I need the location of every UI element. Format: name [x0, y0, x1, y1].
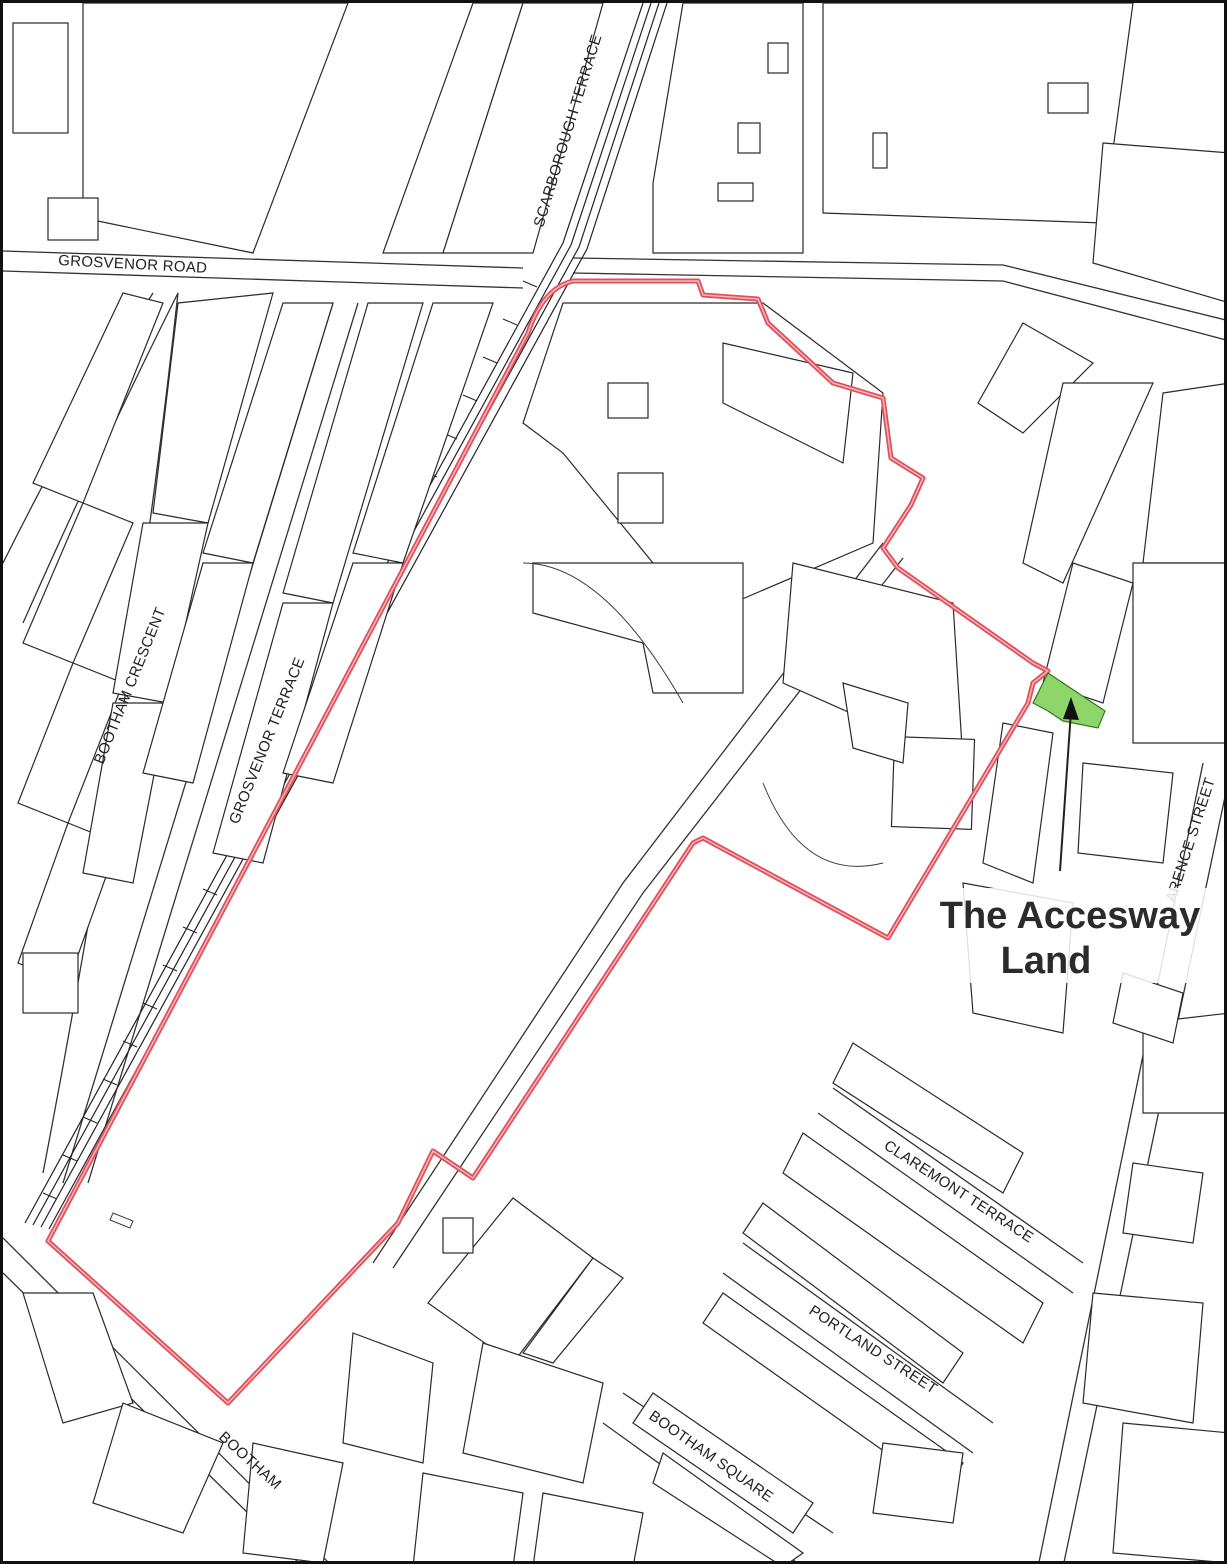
- callout-title-line-1: The Accesway: [940, 895, 1201, 937]
- buildings: [12, 3, 1224, 1561]
- callout-arrow: [1059, 697, 1079, 872]
- terraces-west: [17, 292, 494, 1014]
- access-land-area: [1032, 672, 1106, 729]
- callout-title-line-2: Land: [1001, 940, 1092, 982]
- terraces-south-east: [413, 972, 1224, 1561]
- map-canvas: GROSVENOR ROAD SCARBOROUGH TERRACE BOOTH…: [3, 3, 1224, 1561]
- callout: The Accesway Land: [928, 888, 1208, 983]
- site-boundary: [45, 278, 1051, 1406]
